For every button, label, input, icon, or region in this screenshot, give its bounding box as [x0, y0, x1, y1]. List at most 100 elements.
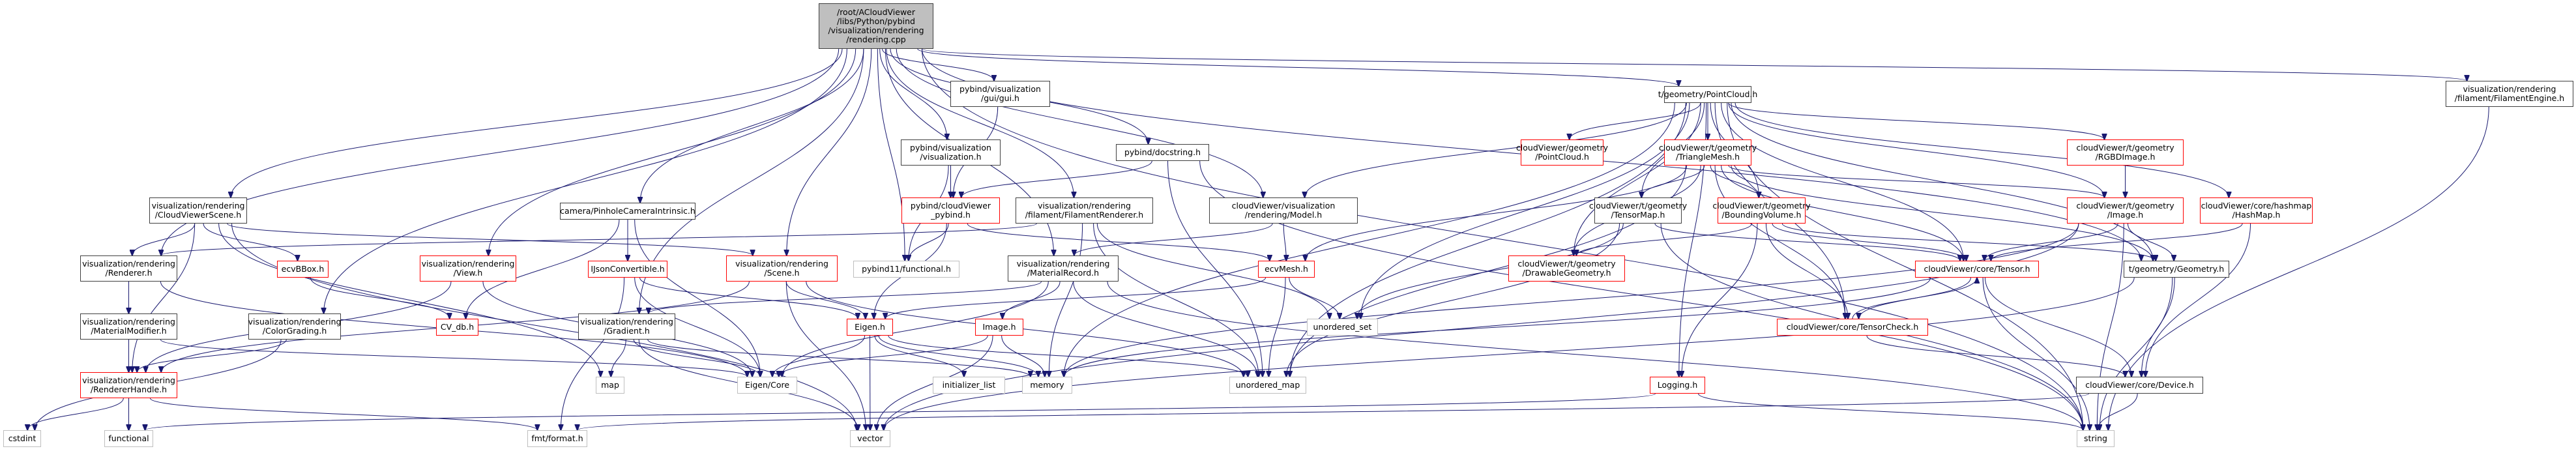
graph-edge-matrec-to-string — [1107, 281, 2083, 430]
graph-edge-docstring-to-umap — [1167, 160, 1263, 377]
graph-node-functional[interactable]: functional — [104, 430, 153, 447]
graph-node-pbfunc[interactable]: pybind11/functional.h — [853, 261, 959, 278]
graph-edge-cvscene-to-scene — [227, 223, 753, 255]
graph-node-trimesh[interactable]: cloudViewer/t/geometry /TriangleMesh.h — [1659, 139, 1757, 166]
graph-node-model[interactable]: cloudViewer/visualization /rendering/Mod… — [1209, 197, 1358, 224]
graph-node-label: pybind/visualization /gui/gui.h — [959, 84, 1041, 103]
graph-edge-matrec-to-umap — [1073, 281, 1258, 377]
graph-edge-hashmap-to-device — [2145, 223, 2251, 377]
graph-edge-rhandle-to-fmt — [149, 398, 537, 430]
graph-node-label: camera/PinholeCameraIntrinsic.h — [560, 206, 695, 216]
graph-edge-cvpybind-to-ecvmesh — [967, 223, 1270, 261]
graph-node-umap[interactable]: unordered_map — [1229, 377, 1306, 394]
graph-edge-eigenh-to-eigencore — [772, 335, 866, 377]
graph-node-cvdb[interactable]: CV_db.h — [436, 319, 478, 336]
graph-edge-cvscene-to-ecvbbox — [203, 223, 297, 261]
graph-node-filengine[interactable]: visualization/rendering /filament/Filame… — [2446, 81, 2573, 107]
graph-node-renderer[interactable]: visualization/rendering /Renderer.h — [80, 255, 177, 282]
graph-node-tcheck[interactable]: cloudViewer/core/TensorCheck.h — [1777, 319, 1928, 336]
graph-node-rgbd[interactable]: cloudViewer/t/geometry /RGBDImage.h — [2067, 139, 2184, 166]
graph-node-cstdint[interactable]: cstdint — [3, 430, 41, 447]
graph-node-gradient[interactable]: visualization/rendering /Gradient.h — [578, 313, 675, 340]
graph-node-gui[interactable]: pybind/visualization /gui/gui.h — [950, 81, 1050, 107]
graph-node-scene[interactable]: visualization/rendering /Scene.h — [726, 255, 838, 282]
graph-node-string[interactable]: string — [2077, 430, 2115, 447]
graph-node-device[interactable]: cloudViewer/core/Device.h — [2076, 377, 2203, 394]
graph-edge-tgeom-to-vector — [884, 277, 2135, 430]
graph-edge-tpc-to-memory — [1064, 102, 1675, 377]
graph-edge-timage-to-tgeom — [2127, 223, 2174, 261]
graph-edge-bvol-to-tgeom — [1781, 223, 2156, 261]
graph-edge-tpc-to-drawable — [1573, 102, 1701, 255]
graph-edge-trimesh-to-ecvmesh — [1306, 165, 1688, 261]
graph-edge-ecvmesh-to-uset — [1289, 277, 1339, 319]
graph-edge-root-to-cvscene — [231, 48, 843, 197]
graph-node-tpc[interactable]: t/geometry/PointCloud.h — [1658, 86, 1757, 103]
graph-node-drawable[interactable]: cloudViewer/t/geometry /DrawableGeometry… — [1508, 255, 1625, 282]
graph-node-label: visualization/rendering /Scene.h — [735, 259, 828, 278]
graph-edge-root-to-colorgrad — [324, 48, 847, 313]
graph-edge-bvol-to-logging — [1682, 223, 1758, 377]
graph-node-matrec[interactable]: visualization/rendering /MaterialRecord.… — [1008, 255, 1119, 282]
graph-edge-docstring-to-cvpybind — [961, 160, 1152, 197]
graph-node-label: Eigen.h — [855, 322, 885, 332]
graph-node-label: pybind11/functional.h — [862, 264, 951, 274]
graph-node-label: Logging.h — [1657, 380, 1698, 390]
graph-node-uset[interactable]: unordered_set — [1307, 319, 1378, 336]
graph-edge-tpc-to-tensor — [1721, 102, 1964, 261]
graph-node-filrend[interactable]: visualization/rendering /filament/Filame… — [1016, 197, 1153, 224]
graph-node-rhandle[interactable]: visualization/rendering /RendererHandle.… — [80, 372, 177, 398]
graph-node-matmod[interactable]: visualization/rendering /MaterialModifie… — [80, 313, 177, 340]
graph-edge-eigenh-to-initlist — [874, 335, 964, 377]
graph-node-colorgrad[interactable]: visualization/rendering /ColorGrading.h — [248, 313, 341, 340]
graph-edge-tgeom-to-device — [2141, 277, 2175, 377]
graph-node-vector[interactable]: vector — [850, 430, 890, 447]
graph-node-docstring[interactable]: pybind/docstring.h — [1116, 144, 1209, 161]
graph-edge-model-to-ecvmesh — [1283, 223, 1286, 261]
graph-node-gpc[interactable]: cloudViewer/geometry /PointCloud.h — [1516, 139, 1608, 166]
graph-edge-bvol-to-drawable — [1576, 223, 1753, 255]
graph-edge-trimesh-to-tgeom — [1731, 165, 2153, 261]
graph-edge-pinhole-to-cvdb — [466, 219, 620, 319]
graph-edge-hashmap-to-tensor — [1991, 223, 2243, 261]
graph-node-vis[interactable]: pybind/visualization /visualization.h — [901, 139, 1001, 166]
graph-edge-trimesh-to-tensor — [1721, 165, 1964, 261]
graph-node-imageh[interactable]: Image.h — [975, 319, 1023, 336]
graph-node-fmt[interactable]: fmt/format.h — [527, 430, 587, 447]
graph-edge-tensor-to-string — [1982, 277, 2090, 430]
graph-node-initlist[interactable]: initializer_list — [933, 377, 1005, 394]
graph-edge-ijson-to-eigencore — [634, 277, 761, 377]
graph-node-bvol[interactable]: cloudViewer/t/geometry /BoundingVolume.h — [1712, 197, 1811, 224]
graph-node-ijson[interactable]: IJsonConvertible.h — [588, 261, 667, 278]
graph-node-eigencore[interactable]: Eigen/Core — [737, 377, 797, 394]
graph-node-label: IJsonConvertible.h — [591, 264, 665, 274]
graph-node-ecvbbox[interactable]: ecvBBox.h — [277, 261, 329, 278]
graph-node-eigenh[interactable]: Eigen.h — [847, 319, 893, 336]
graph-node-logging[interactable]: Logging.h — [1650, 377, 1705, 394]
graph-node-tensormap[interactable]: cloudViewer/t/geometry /TensorMap.h — [1589, 197, 1687, 224]
graph-node-label: visualization/rendering /filament/Filame… — [2454, 84, 2565, 103]
graph-node-pinhole[interactable]: camera/PinholeCameraIntrinsic.h — [560, 203, 695, 220]
graph-edge-timage-to-tensor — [1984, 223, 2118, 261]
graph-node-tensor[interactable]: cloudViewer/core/Tensor.h — [1915, 261, 2039, 278]
graph-node-map[interactable]: map — [596, 377, 624, 394]
graph-edge-cvscene-to-map — [218, 223, 601, 377]
graph-node-label: initializer_list — [942, 380, 996, 390]
graph-node-label: t/geometry/Geometry.h — [2128, 264, 2225, 274]
graph-node-ecvmesh[interactable]: ecvMesh.h — [1258, 261, 1315, 278]
graph-node-view[interactable]: visualization/rendering /View.h — [420, 255, 516, 282]
graph-node-timage[interactable]: cloudViewer/t/geometry /Image.h — [2067, 197, 2184, 224]
graph-node-label: visualization/rendering /RendererHandle.… — [82, 375, 175, 394]
graph-edge-root-to-filrend — [886, 48, 1074, 197]
graph-node-memory[interactable]: memory — [1022, 377, 1072, 394]
graph-node-cvpybind[interactable]: pybind/cloudViewer _pybind.h — [901, 197, 1000, 224]
graph-node-hashmap[interactable]: cloudViewer/core/hashmap /HashMap.h — [2200, 197, 2313, 224]
graph-edge-filrend-to-umap — [1093, 223, 1259, 377]
graph-node-cvscene[interactable]: visualization/rendering /CloudViewerScen… — [149, 197, 247, 224]
graph-edge-root-to-pbfunc — [877, 48, 905, 261]
graph-edge-root-to-pinhole — [640, 48, 864, 203]
graph-edge-matmod-to-eigencore — [160, 339, 747, 377]
graph-node-tgeom[interactable]: t/geometry/Geometry.h — [2124, 261, 2229, 278]
graph-node-label: cloudViewer/t/geometry /BoundingVolume.h — [1712, 201, 1811, 220]
